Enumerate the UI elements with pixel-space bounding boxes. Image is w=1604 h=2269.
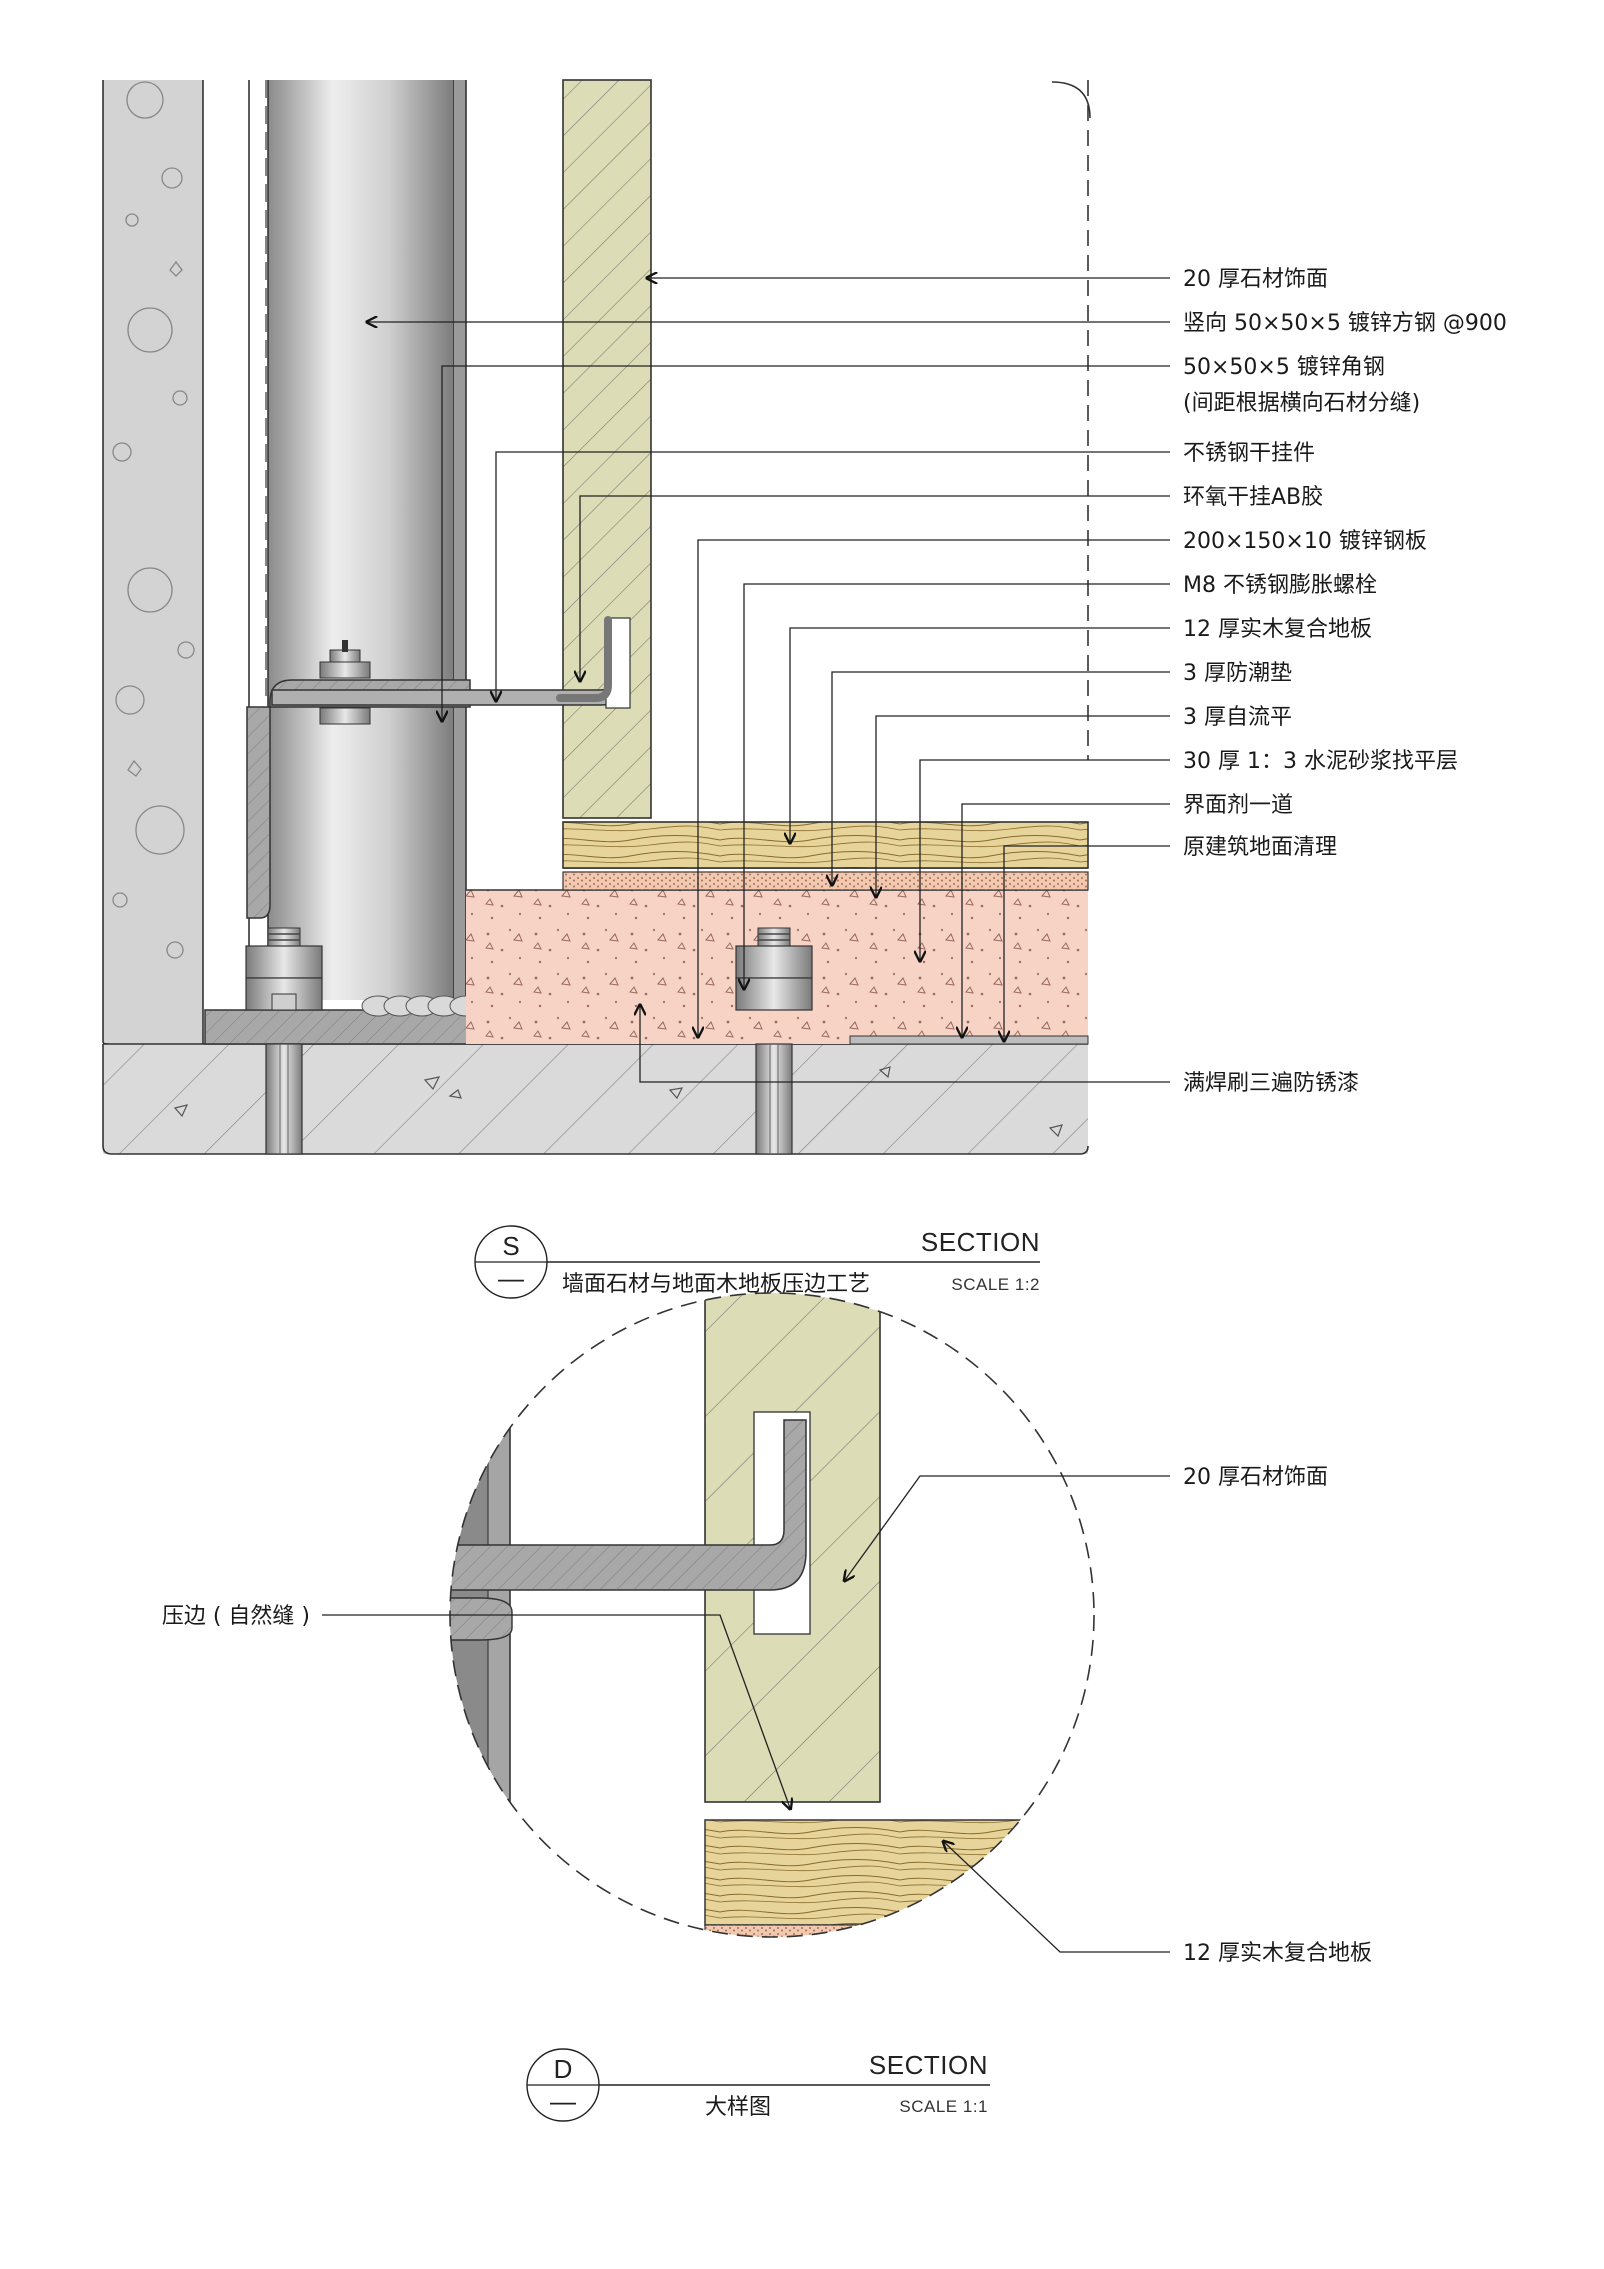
detail-d-section-word: SECTION bbox=[869, 2050, 988, 2080]
detail-d-title: 大样图 bbox=[705, 2095, 771, 2120]
detail-s-labels: 20 厚石材饰面 竖向 50×50×5 镀锌方钢 @900 50×50×5 镀锌… bbox=[1183, 267, 1507, 1096]
label-vertical-square-tube: 竖向 50×50×5 镀锌方钢 @900 bbox=[1183, 311, 1507, 336]
detail-d-labels: 20 厚石材饰面 压边 ( 自然缝 ) 12 厚实木复合地板 bbox=[162, 1465, 1372, 1966]
detail-d-title-block: D — SECTION 大样图 SCALE 1:1 bbox=[526, 2048, 990, 2122]
label-d-wood-floor: 12 厚实木复合地板 bbox=[1183, 1941, 1372, 1966]
label-interface-agent: 界面剂一道 bbox=[1183, 793, 1293, 818]
label-mortar-screed: 30 厚 1：3 水泥砂浆找平层 bbox=[1183, 749, 1458, 774]
label-angle-steel: 50×50×5 镀锌角钢 bbox=[1183, 355, 1385, 380]
vertical-steel-tube bbox=[268, 80, 454, 1000]
label-steel-plate: 200×150×10 镀锌钢板 bbox=[1183, 529, 1427, 554]
label-d-stone-facing: 20 厚石材饰面 bbox=[1183, 1465, 1328, 1490]
detail-d-scale: SCALE 1:1 bbox=[899, 2097, 988, 2116]
label-weld-paint: 满焊刷三遍防锈漆 bbox=[1183, 1071, 1359, 1096]
label-epoxy-glue: 环氧干挂AB胶 bbox=[1183, 485, 1323, 510]
detail-s-scale: SCALE 1:2 bbox=[951, 1275, 1040, 1294]
detail-d-leaders bbox=[322, 1475, 1170, 1953]
label-moisture-pad: 3 厚防潮垫 bbox=[1183, 661, 1292, 686]
label-angle-steel-note: (间距根据横向石材分缝) bbox=[1183, 391, 1420, 416]
detail-d-symbol-top: D bbox=[554, 2054, 573, 2084]
detail-s-section-word: SECTION bbox=[921, 1227, 1040, 1257]
detail-s-drawing: 20 厚石材饰面 竖向 50×50×5 镀锌方钢 @900 50×50×5 镀锌… bbox=[102, 79, 1507, 1155]
detail-s-symbol-top: S bbox=[502, 1231, 519, 1261]
detail-d-drawing: 20 厚石材饰面 压边 ( 自然缝 ) 12 厚实木复合地板 bbox=[162, 1292, 1372, 1966]
label-stainless-hanger: 不锈钢干挂件 bbox=[1183, 441, 1315, 466]
label-stone-facing: 20 厚石材饰面 bbox=[1183, 267, 1328, 292]
label-original-floor: 原建筑地面清理 bbox=[1183, 835, 1337, 860]
detail-d-symbol-bottom: — bbox=[550, 2086, 576, 2116]
concrete-wall bbox=[103, 80, 203, 1044]
detail-s-title-block: S — SECTION 墙面石材与地面木地板压边工艺 SCALE 1:2 bbox=[474, 1225, 1040, 1299]
label-self-leveling: 3 厚自流平 bbox=[1183, 705, 1292, 730]
detail-s-title: 墙面石材与地面木地板压边工艺 bbox=[562, 1272, 870, 1297]
label-d-edge-joint: 压边 ( 自然缝 ) bbox=[162, 1604, 310, 1629]
detail-s-leaders bbox=[368, 278, 1170, 1083]
detail-s-symbol-bottom: — bbox=[498, 1263, 524, 1293]
label-expansion-bolt: M8 不锈钢膨胀螺栓 bbox=[1183, 573, 1377, 598]
label-wood-floor: 12 厚实木复合地板 bbox=[1183, 617, 1372, 642]
